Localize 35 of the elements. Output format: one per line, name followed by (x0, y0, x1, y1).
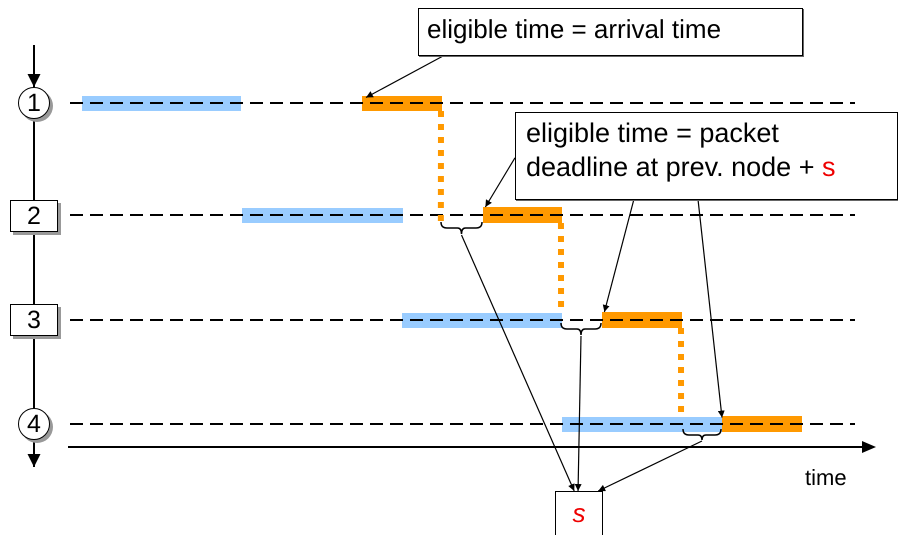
time-bar (483, 207, 562, 223)
curly-brace (560, 322, 602, 336)
leader-arrow (602, 200, 634, 312)
node-axis-line (28, 440, 40, 467)
node-axis-line (33, 119, 35, 200)
time-bar (362, 96, 442, 111)
callout-box (418, 8, 803, 56)
node-box: 3 (10, 304, 58, 336)
time-bar (82, 96, 241, 111)
dotted-transfer-line (438, 111, 444, 221)
leader-arrow (366, 55, 444, 98)
axis-label: time (805, 465, 847, 491)
curly-brace (682, 428, 722, 441)
node-axis-line (28, 45, 40, 87)
time-bar (242, 208, 403, 223)
node-axis-line (33, 336, 35, 408)
time-bar (402, 313, 562, 328)
variable-text: s (822, 152, 836, 182)
leader-arrow (598, 440, 702, 492)
callout-text: eligible time = packet deadline at prev. node + (526, 118, 814, 182)
leader-arrow (484, 157, 516, 208)
callout-box (515, 112, 898, 200)
leader-arrow (574, 336, 582, 492)
variable-box: s (555, 491, 603, 535)
time-bar (722, 416, 802, 432)
time-bar (562, 417, 722, 432)
callout-text: eligible time = arrival time (427, 14, 722, 44)
time-bar (602, 312, 682, 328)
node-axis-line (33, 232, 35, 304)
node-circle: 1 (18, 87, 50, 119)
leader-arrow (697, 200, 725, 418)
leader-arrow (460, 234, 575, 492)
curly-brace (440, 221, 483, 235)
node-box: 2 (10, 200, 58, 232)
node-circle: 4 (18, 408, 50, 440)
